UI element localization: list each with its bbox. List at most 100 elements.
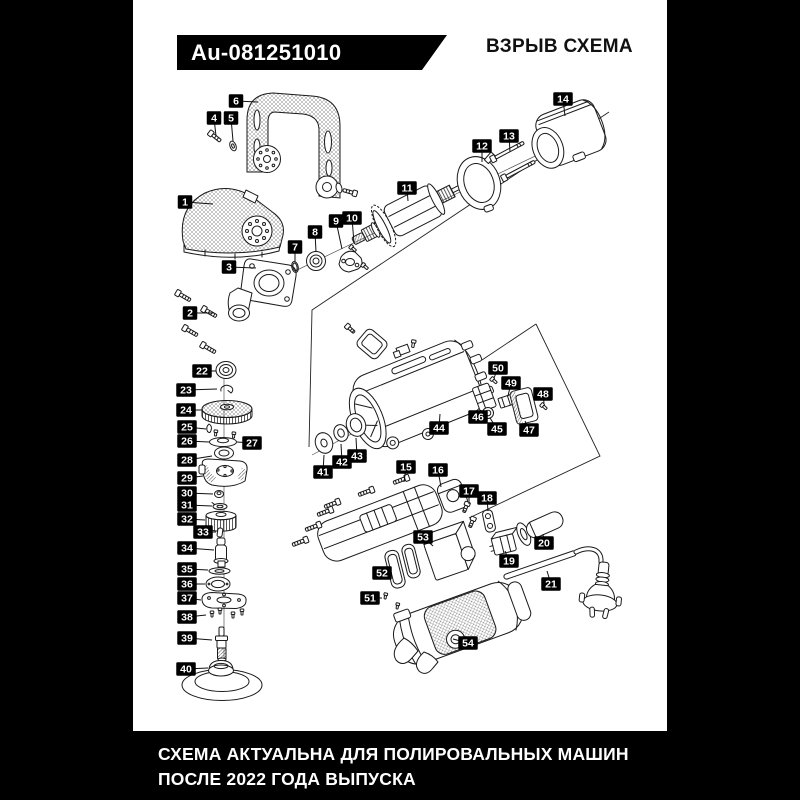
svg-text:15: 15 — [400, 462, 412, 474]
svg-text:48: 48 — [537, 389, 549, 401]
part-stator-drawing — [531, 99, 607, 169]
part-label-10: 10 — [342, 211, 362, 244]
part-label-54: 54 — [452, 636, 478, 650]
svg-text:6: 6 — [233, 96, 239, 108]
svg-text:47: 47 — [523, 425, 535, 437]
svg-text:3: 3 — [226, 262, 232, 274]
part-label-29: 29 — [177, 471, 204, 485]
part-label-8: 8 — [307, 225, 323, 253]
svg-text:26: 26 — [181, 436, 193, 448]
svg-text:45: 45 — [491, 424, 503, 436]
part-label-24: 24 — [176, 403, 202, 417]
part-label-38: 38 — [177, 610, 207, 624]
svg-text:42: 42 — [336, 457, 348, 469]
part-label-7: 7 — [287, 240, 303, 262]
part-label-36: 36 — [177, 577, 205, 591]
part-label-35: 35 — [177, 562, 209, 576]
svg-text:31: 31 — [181, 500, 193, 512]
part-label-14: 14 — [553, 92, 573, 117]
svg-text:1: 1 — [182, 197, 188, 209]
svg-text:10: 10 — [346, 213, 358, 225]
svg-text:46: 46 — [472, 412, 484, 424]
svg-text:19: 19 — [503, 556, 515, 568]
part-label-40: 40 — [176, 662, 209, 676]
part-label-18: 18 — [477, 491, 497, 512]
part-label-22: 22 — [192, 364, 216, 378]
svg-text:4: 4 — [211, 113, 217, 125]
svg-text:32: 32 — [181, 514, 193, 526]
svg-text:40: 40 — [180, 664, 192, 676]
part-label-32: 32 — [177, 512, 206, 526]
svg-text:13: 13 — [503, 131, 515, 143]
part-label-12: 12 — [472, 139, 492, 162]
part-cover-drawing — [181, 188, 284, 260]
svg-text:7: 7 — [292, 242, 298, 254]
svg-text:22: 22 — [196, 366, 208, 378]
svg-text:8: 8 — [312, 227, 318, 239]
svg-text:16: 16 — [432, 465, 444, 477]
part-label-5: 5 — [223, 111, 239, 142]
part-grip-housing-drawing — [393, 580, 532, 674]
part-label-31: 31 — [177, 498, 213, 512]
svg-text:43: 43 — [351, 451, 363, 463]
part-label-44: 44 — [429, 413, 449, 435]
part-label-39: 39 — [177, 631, 213, 645]
part-label-50: 50 — [488, 361, 508, 379]
model-badge: Au-081251010 — [177, 35, 447, 70]
svg-text:37: 37 — [181, 593, 193, 605]
part-cord-set-drawing — [489, 511, 622, 620]
footer-line-1: СХЕМА АКТУАЛЬНА ДЛЯ ПОЛИРОВАЛЬНЫХ МАШИН — [158, 744, 629, 764]
part-label-9: 9 — [328, 214, 344, 250]
svg-text:49: 49 — [505, 378, 517, 390]
part-label-4: 4 — [206, 111, 222, 137]
part-label-11: 11 — [397, 181, 417, 202]
part-label-42: 42 — [332, 443, 352, 469]
svg-text:20: 20 — [538, 538, 550, 550]
part-label-20: 20 — [534, 533, 554, 550]
svg-text:21: 21 — [545, 579, 557, 591]
part-gearbox-drawing — [227, 258, 297, 322]
svg-text:36: 36 — [181, 579, 193, 591]
part-label-6: 6 — [228, 94, 259, 108]
svg-text:35: 35 — [181, 564, 193, 576]
part-oring-bearing-gasket-drawing — [291, 243, 370, 273]
part-label-46: 46 — [468, 409, 488, 424]
svg-text:24: 24 — [180, 405, 192, 417]
svg-text:41: 41 — [317, 467, 329, 479]
footer-note: СХЕМА АКТУАЛЬНА ДЛЯ ПОЛИРОВАЛЬНЫХ МАШИН … — [158, 742, 658, 792]
part-label-1: 1 — [177, 195, 214, 209]
part-label-26: 26 — [177, 434, 210, 448]
section-reference-lines — [308, 111, 610, 519]
part-label-28: 28 — [177, 453, 213, 467]
svg-text:33: 33 — [197, 527, 209, 539]
part-label-17: 17 — [459, 484, 479, 504]
part-label-37: 37 — [177, 591, 202, 605]
svg-text:27: 27 — [246, 438, 258, 450]
part-label-19: 19 — [499, 550, 519, 568]
svg-text:28: 28 — [181, 455, 193, 467]
svg-text:52: 52 — [376, 568, 388, 580]
svg-text:17: 17 — [463, 486, 475, 498]
part-label-27: 27 — [236, 436, 262, 450]
svg-text:51: 51 — [364, 593, 376, 605]
part-label-21: 21 — [541, 570, 561, 591]
svg-text:30: 30 — [181, 488, 193, 500]
svg-text:11: 11 — [401, 183, 412, 195]
part-label-48: 48 — [533, 387, 553, 404]
footer-line-2: ПОСЛЕ 2022 ГОДА ВЫПУСКА — [158, 769, 416, 789]
svg-text:25: 25 — [181, 422, 193, 434]
part-label-49: 49 — [501, 376, 521, 397]
svg-text:34: 34 — [181, 543, 193, 555]
svg-text:2: 2 — [187, 308, 193, 320]
svg-text:44: 44 — [433, 423, 445, 435]
part-label-23: 23 — [176, 383, 218, 397]
part-label-2: 2 — [182, 306, 214, 320]
part-label-13: 13 — [499, 129, 519, 153]
part-switch-drawing — [382, 520, 476, 610]
svg-text:38: 38 — [181, 612, 193, 624]
plug-drawing — [578, 561, 622, 620]
part-label-51: 51 — [360, 591, 382, 605]
svg-text:29: 29 — [181, 473, 193, 485]
